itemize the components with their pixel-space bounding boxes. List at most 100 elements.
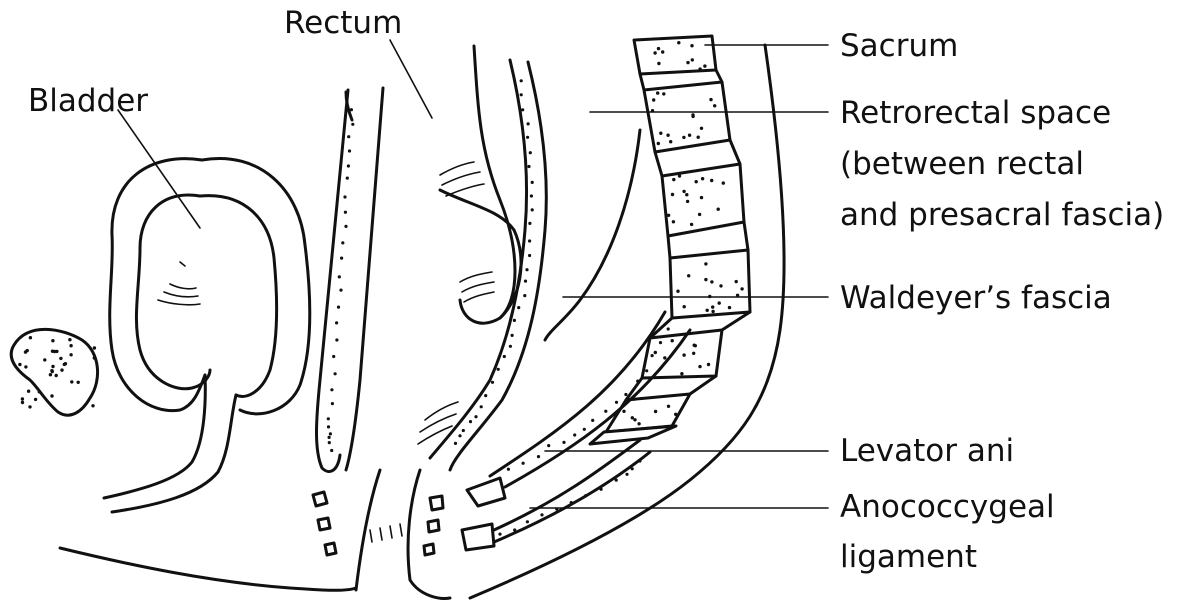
stipple-dot: [474, 415, 477, 418]
stipple-dot: [344, 211, 347, 214]
stipple-dot: [622, 410, 625, 413]
stipple-dot: [711, 310, 714, 313]
stipple-dot: [711, 305, 714, 308]
label-levator: Levator ani: [840, 432, 1014, 470]
stipple-dot: [604, 410, 607, 413]
stipple-dot: [687, 274, 690, 277]
stipple-dot: [332, 355, 335, 358]
stipple-dot: [686, 200, 689, 203]
stipple-dot: [637, 422, 640, 425]
stipple-dot: [659, 341, 662, 344]
stipple-dot: [53, 350, 56, 353]
stipple-dot: [691, 115, 694, 118]
stipple-dot: [528, 222, 531, 225]
stipple-dot: [484, 394, 487, 397]
label-retrorectal-line3: and presacral fascia): [840, 196, 1164, 234]
stipple-dot: [528, 254, 531, 257]
label-retrorectal-line1: Retrorectal space: [840, 94, 1111, 132]
stipple-dot: [624, 393, 627, 396]
stipple-dot: [68, 338, 71, 341]
stipple-dot: [335, 338, 338, 341]
stipple-dot: [51, 339, 54, 342]
stipple-dot: [583, 428, 586, 431]
stipple-dot: [458, 434, 461, 437]
stipple-dot: [661, 50, 664, 53]
stipple-dot: [527, 165, 530, 168]
stipple-dot: [49, 373, 52, 376]
stipple-dot: [27, 390, 30, 393]
stipple-dot: [636, 380, 639, 383]
stipple-dot: [674, 413, 677, 416]
stipple-dot: [653, 51, 656, 54]
stipple-dot: [351, 123, 354, 126]
stipple-dot: [663, 356, 666, 359]
stipple-dot: [657, 62, 660, 65]
stipple-dot: [667, 214, 670, 217]
waldeyers-fascia: [545, 130, 640, 340]
stipple-dot: [697, 136, 700, 139]
stipple-dot: [513, 528, 516, 531]
stipple-dot: [528, 239, 531, 242]
label-waldeyer: Waldeyer’s fascia: [840, 279, 1112, 317]
stipple-dot: [685, 193, 688, 196]
stipple-dot: [662, 92, 665, 95]
stipple-dot: [707, 363, 710, 366]
stipple-dot: [330, 388, 333, 391]
stipple-dot: [69, 353, 72, 356]
stipple-dot: [531, 181, 534, 184]
stipple-dot: [344, 225, 347, 228]
stipple-dot: [633, 418, 636, 421]
label-rectum: Rectum: [284, 4, 402, 42]
stipple-dot: [337, 306, 340, 309]
stipple-dot: [454, 442, 457, 445]
stipple-dot: [531, 208, 534, 211]
leader-rectum: [390, 40, 432, 118]
stipple-dot: [70, 380, 73, 383]
stipple-dot: [700, 196, 703, 199]
stipple-dot: [698, 67, 701, 70]
stipple-dot: [498, 533, 501, 536]
stipple-dot: [34, 398, 37, 401]
stipple-dot: [21, 397, 24, 400]
stipple-dot: [719, 284, 722, 287]
stipple-dot: [331, 402, 334, 405]
stipple-dot: [59, 357, 62, 360]
stipple-dot: [93, 346, 96, 349]
stipple-dot: [64, 362, 67, 365]
stipple-dot: [350, 108, 353, 111]
stipple-dot: [573, 433, 576, 436]
stipple-dot: [676, 290, 679, 293]
stipple-dot: [480, 405, 483, 408]
stipple-dot: [682, 136, 685, 139]
stipple-dot: [657, 47, 660, 50]
vaginal-wall: [317, 88, 384, 472]
stipple-dot: [520, 79, 523, 82]
stipple-dot: [530, 194, 533, 197]
stipple-dot: [652, 98, 655, 101]
stipple-dot: [93, 356, 96, 359]
stipple-dot: [77, 381, 80, 384]
stipple-dot: [340, 257, 343, 260]
stipple-dot: [341, 241, 344, 244]
stipple-dot: [527, 122, 530, 125]
stipple-dot: [570, 501, 573, 504]
stipple-dot: [529, 151, 532, 154]
stipple-dot: [537, 455, 540, 458]
stipple-dot: [654, 410, 657, 413]
stipple-dot: [547, 444, 550, 447]
stipple-dot: [659, 132, 662, 135]
stipple-dot: [330, 449, 333, 452]
stipple-dot: [672, 178, 675, 181]
stipple-dot: [704, 278, 707, 281]
stipple-dot: [491, 381, 494, 384]
stipple-dot: [701, 177, 704, 180]
stipple-dot: [656, 91, 659, 94]
stipple-dot: [503, 355, 506, 358]
stipple-dot: [703, 64, 706, 67]
stipple-dot: [91, 404, 94, 407]
stipple-dot: [728, 306, 731, 309]
stipple-dot: [60, 368, 63, 371]
stipple-dot: [615, 479, 618, 482]
stipple-dot: [692, 352, 695, 355]
label-anococcygeal-line1: Anococcygeal: [840, 488, 1055, 526]
